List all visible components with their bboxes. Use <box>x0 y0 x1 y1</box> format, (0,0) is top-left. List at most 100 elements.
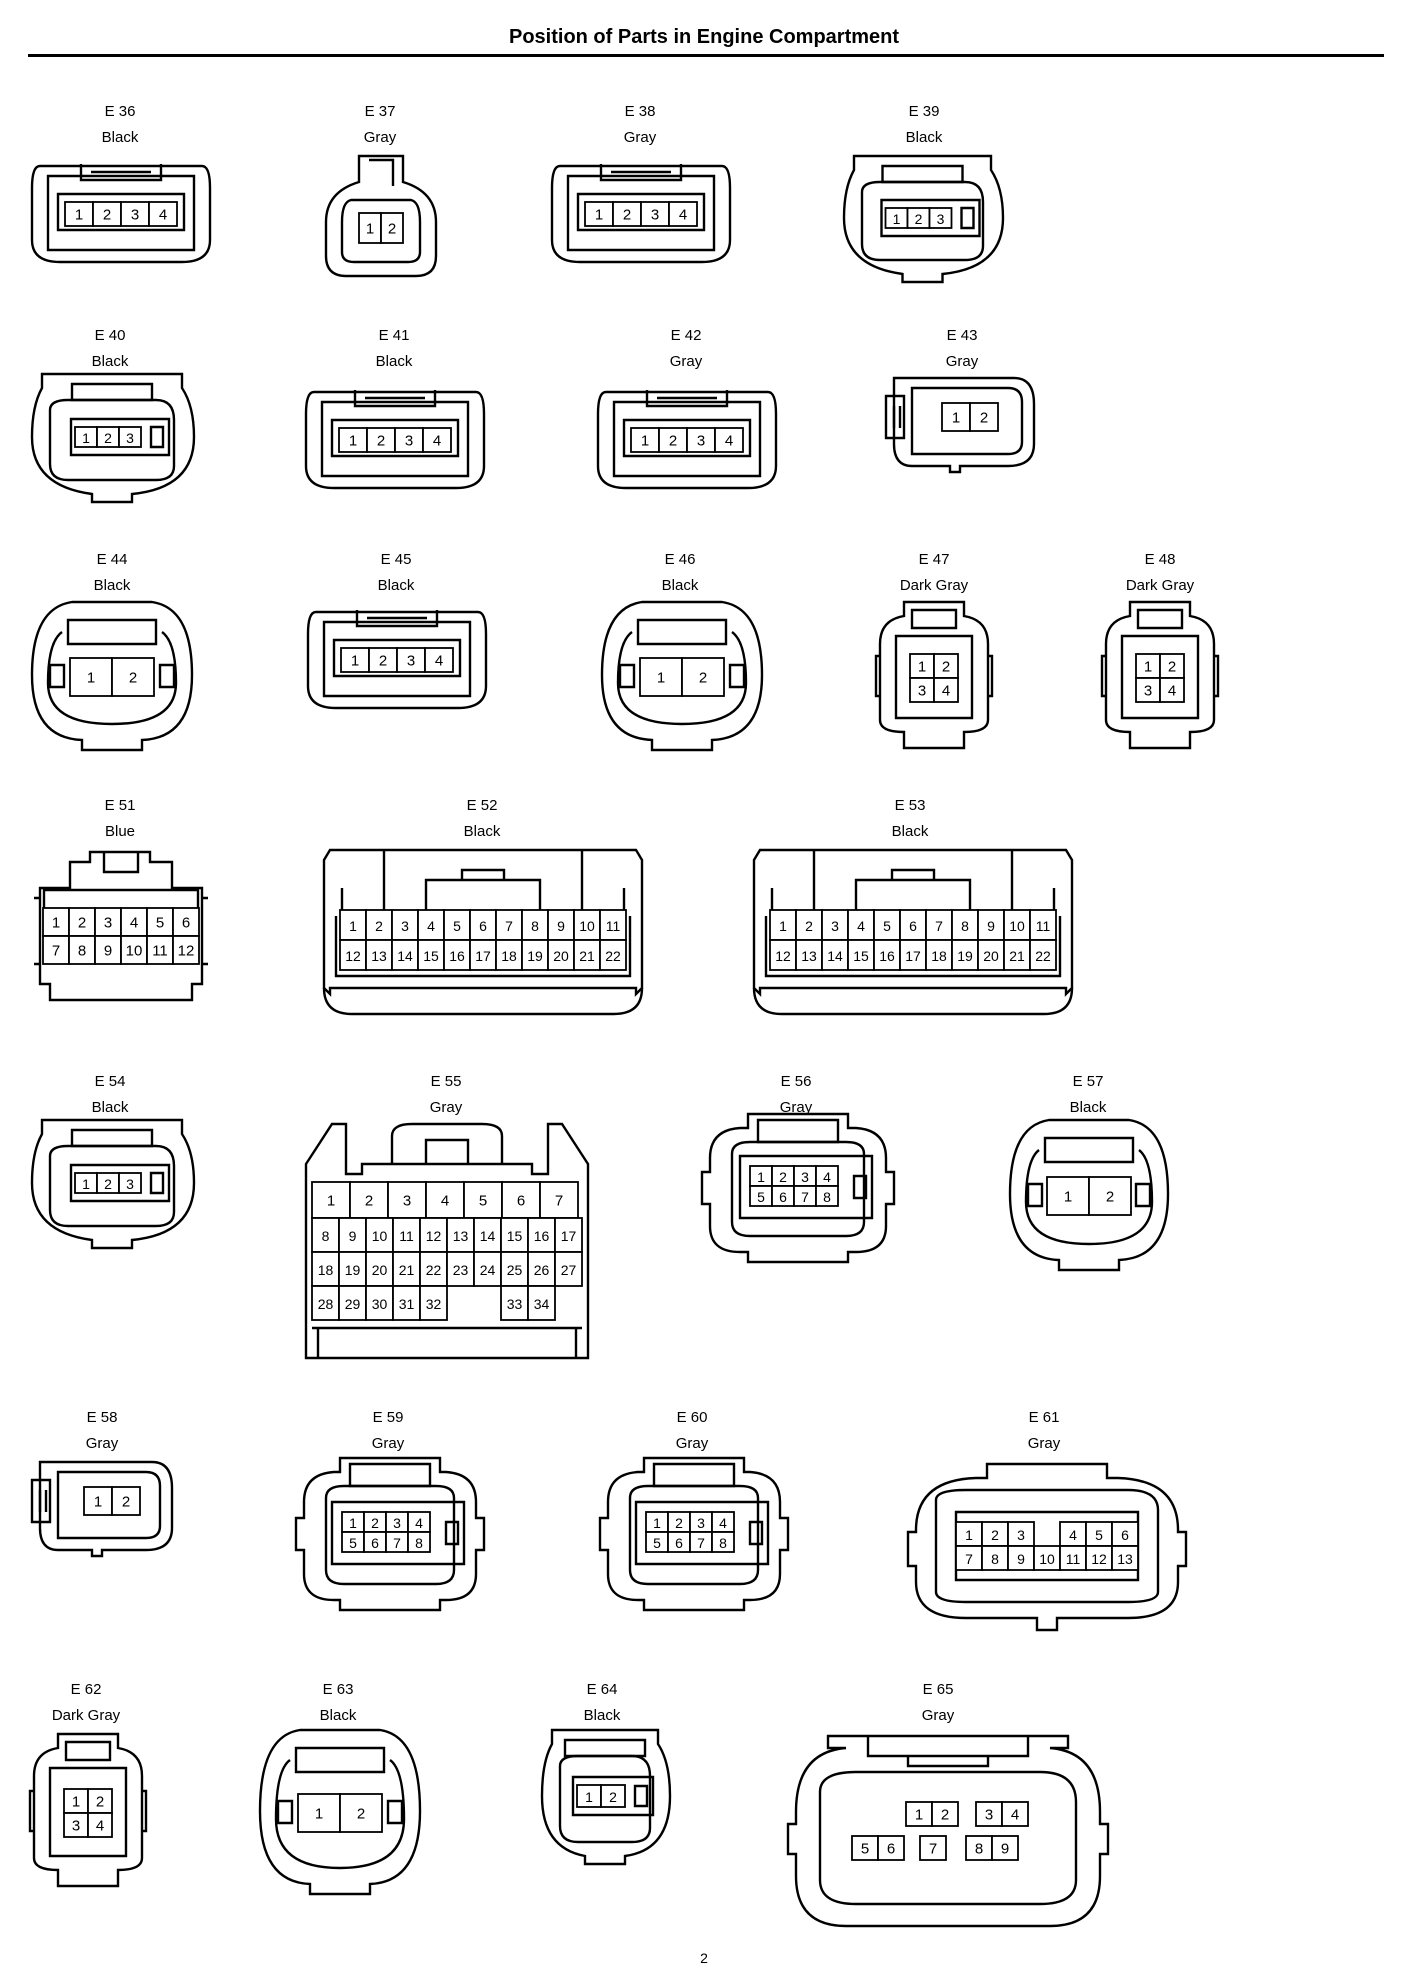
pin-cell: 18 <box>925 939 953 971</box>
pin-cell: 15 <box>500 1217 529 1253</box>
pin-number: 3 <box>937 211 945 227</box>
housing-outline <box>48 1766 128 1858</box>
pin-box <box>419 1285 448 1321</box>
pin-number: 9 <box>1017 1551 1025 1567</box>
housing-outline <box>294 1456 486 1612</box>
pin-number: 30 <box>372 1296 388 1312</box>
pin-cell: 3 <box>118 426 142 448</box>
pin-number: 1 <box>585 1789 593 1805</box>
pin-number: 12 <box>178 943 195 960</box>
pin-number: 16 <box>879 948 895 964</box>
pin-box <box>877 1835 905 1861</box>
connector-id: E 58 <box>86 1409 118 1426</box>
pin-cell: 9 <box>94 935 122 965</box>
pin-cell: 9 <box>547 909 575 941</box>
housing-outline <box>330 418 460 458</box>
pin-cell: 5 <box>645 1531 669 1553</box>
pin-box <box>469 909 497 941</box>
pin-number: 21 <box>399 1262 415 1278</box>
pin-cell: 4 <box>711 1511 735 1533</box>
pin-box <box>573 939 601 971</box>
pin-box <box>417 939 445 971</box>
pin-cell: 8 <box>981 1545 1009 1571</box>
pin-cell: 3 <box>63 1812 89 1838</box>
pin-number: 22 <box>605 948 621 964</box>
housing-outline <box>571 1775 655 1817</box>
pin-cell: 6 <box>172 907 200 937</box>
housing-outline <box>348 1462 432 1488</box>
pin-number: 25 <box>507 1262 523 1278</box>
pin-box <box>94 935 122 965</box>
pin-number: 19 <box>527 948 543 964</box>
pin-cell: 14 <box>473 1217 502 1253</box>
housing-outline <box>390 1122 504 1164</box>
connector-id: E 38 <box>624 103 656 120</box>
pin-number: 3 <box>126 1176 134 1192</box>
pin-box <box>681 657 725 697</box>
pin-cell: 1 <box>83 1486 113 1516</box>
pin-number: 13 <box>371 948 387 964</box>
pin-number: 7 <box>965 1551 973 1567</box>
housing-outline <box>70 1128 154 1148</box>
pin-number: 23 <box>453 1262 469 1278</box>
pin-cell: 7 <box>495 909 523 941</box>
pin-number: 4 <box>441 1193 449 1210</box>
pin-cell: 1 <box>884 207 909 229</box>
pin-box <box>909 677 935 703</box>
housing-outline <box>880 198 981 238</box>
pin-cell: 5 <box>749 1185 773 1207</box>
pin-number: 3 <box>801 1169 809 1185</box>
pin-box <box>1003 939 1031 971</box>
pin-cell: 1 <box>74 426 98 448</box>
pin-cell: 7 <box>925 909 953 941</box>
title-rule <box>28 54 1384 57</box>
pin-cell: 1 <box>905 1801 933 1827</box>
pin-box <box>547 939 575 971</box>
pin-box <box>339 909 367 941</box>
housing-outline <box>382 850 584 918</box>
pin-cell: 13 <box>446 1217 475 1253</box>
pin-cell: 7 <box>42 935 70 965</box>
pin-cell: 8 <box>311 1217 340 1253</box>
housing-outline <box>738 1154 874 1220</box>
pin-cell: 24 <box>473 1251 502 1287</box>
pin-number: 19 <box>345 1262 361 1278</box>
pin-cell: 2 <box>969 402 999 432</box>
housing-outline <box>340 198 422 264</box>
pin-number: 11 <box>1066 1551 1081 1567</box>
pin-number: 2 <box>129 670 137 687</box>
housing-outline <box>30 1118 196 1250</box>
pin-number: 2 <box>377 433 385 450</box>
pin-cell: 10 <box>1033 1545 1061 1571</box>
pin-cell: 19 <box>521 939 549 971</box>
pin-cell: 2 <box>771 1165 795 1187</box>
pin-number: 16 <box>534 1228 550 1244</box>
pin-cell: 20 <box>547 939 575 971</box>
pin-box <box>111 1486 141 1516</box>
pin-number: 4 <box>719 1515 727 1531</box>
pin-number: 22 <box>1035 948 1051 964</box>
connector-color: Black <box>891 823 929 840</box>
pin-cell: 4 <box>148 201 178 227</box>
housing-outline <box>149 1171 165 1195</box>
housing-outline <box>34 896 208 966</box>
pin-number: 3 <box>401 918 409 934</box>
pin-number: 10 <box>1039 1551 1055 1567</box>
pin-box <box>847 939 875 971</box>
pin-box <box>521 939 549 971</box>
pin-number: 7 <box>929 1841 937 1858</box>
pin-cell: 12 <box>172 935 200 965</box>
pin-box <box>969 402 999 432</box>
pin-number: 9 <box>987 918 995 934</box>
